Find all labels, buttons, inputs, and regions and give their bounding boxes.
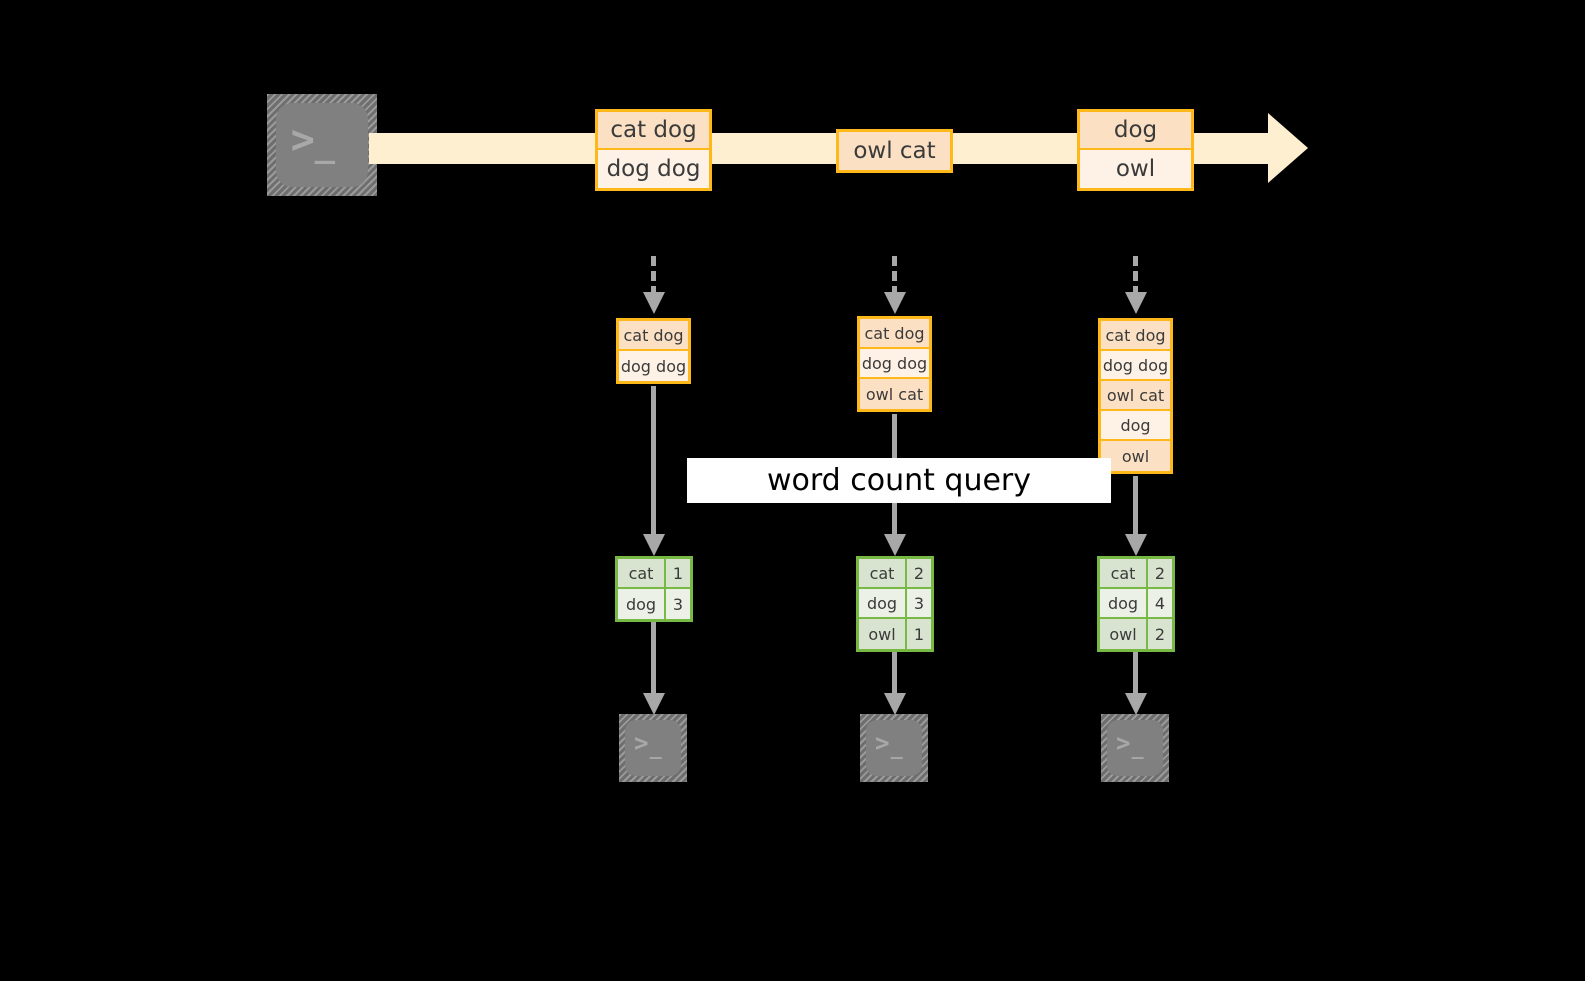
table-row: cat 2 — [1100, 559, 1172, 589]
sink-terminal-icon-2: > _ — [860, 714, 928, 782]
record-line: dog dog — [1101, 351, 1170, 381]
count-cell: 2 — [1148, 559, 1172, 587]
terminal-cursor-icon: _ — [649, 734, 662, 759]
record-line: dog dog — [598, 150, 709, 188]
record-line: owl — [1080, 150, 1191, 188]
record-line: owl cat — [1101, 381, 1170, 411]
terminal-prompt-icon: > — [1115, 729, 1131, 758]
sink-terminal-icon-3: > _ — [1101, 714, 1169, 782]
count-cell: 1 — [907, 619, 931, 649]
batch-input-2: cat dog dog dog owl cat — [857, 316, 932, 412]
word-count-result-3: cat 2 dog 4 owl 2 — [1097, 556, 1175, 652]
word-count-query-banner: word count query — [687, 458, 1111, 503]
table-row: cat 2 — [859, 559, 931, 589]
batch-to-result-connector-1 — [643, 386, 665, 558]
word-cell: cat — [859, 559, 907, 587]
result-to-sink-connector-2 — [884, 652, 906, 717]
terminal-screen: > _ — [625, 720, 681, 776]
table-row: owl 1 — [859, 619, 931, 649]
word-cell: cat — [1100, 559, 1148, 587]
table-row: cat 1 — [618, 559, 690, 589]
terminal-cursor-icon: _ — [314, 125, 336, 166]
batch-input-1: cat dog dog dog — [616, 318, 691, 384]
terminal-prompt-icon: > — [874, 729, 890, 758]
record-line: dog dog — [860, 349, 929, 379]
batch-to-result-connector-3 — [1125, 476, 1147, 558]
count-cell: 3 — [907, 589, 931, 617]
word-count-result-1: cat 1 dog 3 — [615, 556, 693, 622]
banner-label: word count query — [766, 463, 1032, 498]
word-cell: owl — [1100, 619, 1148, 649]
batch-input-3: cat dog dog dog owl cat dog owl — [1098, 318, 1173, 474]
source-terminal-icon: > _ — [267, 94, 377, 196]
record-line: dog — [1080, 112, 1191, 150]
count-cell: 4 — [1148, 589, 1172, 617]
table-row: dog 3 — [859, 589, 931, 619]
word-count-result-2: cat 2 dog 3 owl 1 — [856, 556, 934, 652]
table-row: dog 3 — [618, 589, 690, 619]
stream-to-batch-connector-2 — [884, 256, 906, 314]
word-cell: dog — [1100, 589, 1148, 617]
stream-event-1: cat dog dog dog — [595, 109, 712, 191]
word-cell: dog — [859, 589, 907, 617]
table-row: owl 2 — [1100, 619, 1172, 649]
record-line: cat dog — [1101, 321, 1170, 351]
sink-terminal-icon-1: > _ — [619, 714, 687, 782]
terminal-cursor-icon: _ — [890, 734, 903, 759]
word-cell: dog — [618, 589, 666, 619]
record-line: owl — [1101, 441, 1170, 471]
result-to-sink-connector-3 — [1125, 652, 1147, 717]
terminal-prompt-icon: > — [290, 116, 315, 163]
stream-event-3: dog owl — [1077, 109, 1194, 191]
stream-event-2: owl cat — [836, 129, 953, 173]
stream-to-batch-connector-3 — [1125, 256, 1147, 314]
stream-arrowhead-icon — [1268, 113, 1308, 183]
count-cell: 3 — [666, 589, 690, 619]
count-cell: 2 — [907, 559, 931, 587]
terminal-screen: > _ — [866, 720, 922, 776]
record-line: owl cat — [839, 132, 950, 170]
table-row: dog 4 — [1100, 589, 1172, 619]
count-cell: 1 — [666, 559, 690, 587]
word-cell: owl — [859, 619, 907, 649]
terminal-cursor-icon: _ — [1131, 734, 1144, 759]
count-cell: 2 — [1148, 619, 1172, 649]
record-line: cat dog — [598, 112, 709, 150]
terminal-screen: > _ — [1107, 720, 1163, 776]
record-line: owl cat — [860, 379, 929, 409]
record-line: dog dog — [619, 351, 688, 381]
record-line: dog — [1101, 411, 1170, 441]
record-line: cat dog — [860, 319, 929, 349]
word-cell: cat — [618, 559, 666, 587]
result-to-sink-connector-1 — [643, 622, 665, 717]
stream-to-batch-connector-1 — [643, 256, 665, 314]
record-line: cat dog — [619, 321, 688, 351]
terminal-prompt-icon: > — [633, 729, 649, 758]
terminal-screen: > _ — [276, 103, 368, 187]
